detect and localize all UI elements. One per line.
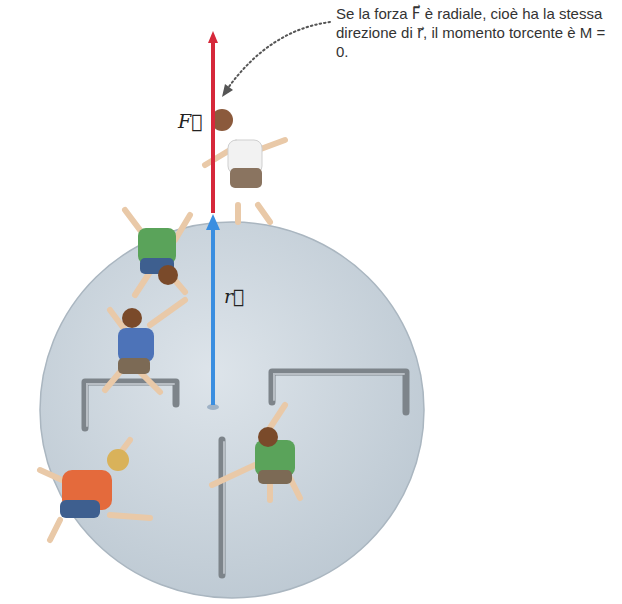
child-figures <box>40 109 300 540</box>
position-vector-head <box>206 214 220 230</box>
platform <box>40 222 424 598</box>
leader-head <box>222 84 233 97</box>
vector-label: F⃗ <box>176 110 205 132</box>
leader-line <box>228 22 330 88</box>
vector-label: r⃗ <box>222 285 246 307</box>
force-vector <box>211 42 215 213</box>
position-vector <box>211 228 215 405</box>
handrails <box>85 372 406 575</box>
callout-note: Se la forza F⃗ è radiale, cioè ha la ste… <box>336 4 616 61</box>
